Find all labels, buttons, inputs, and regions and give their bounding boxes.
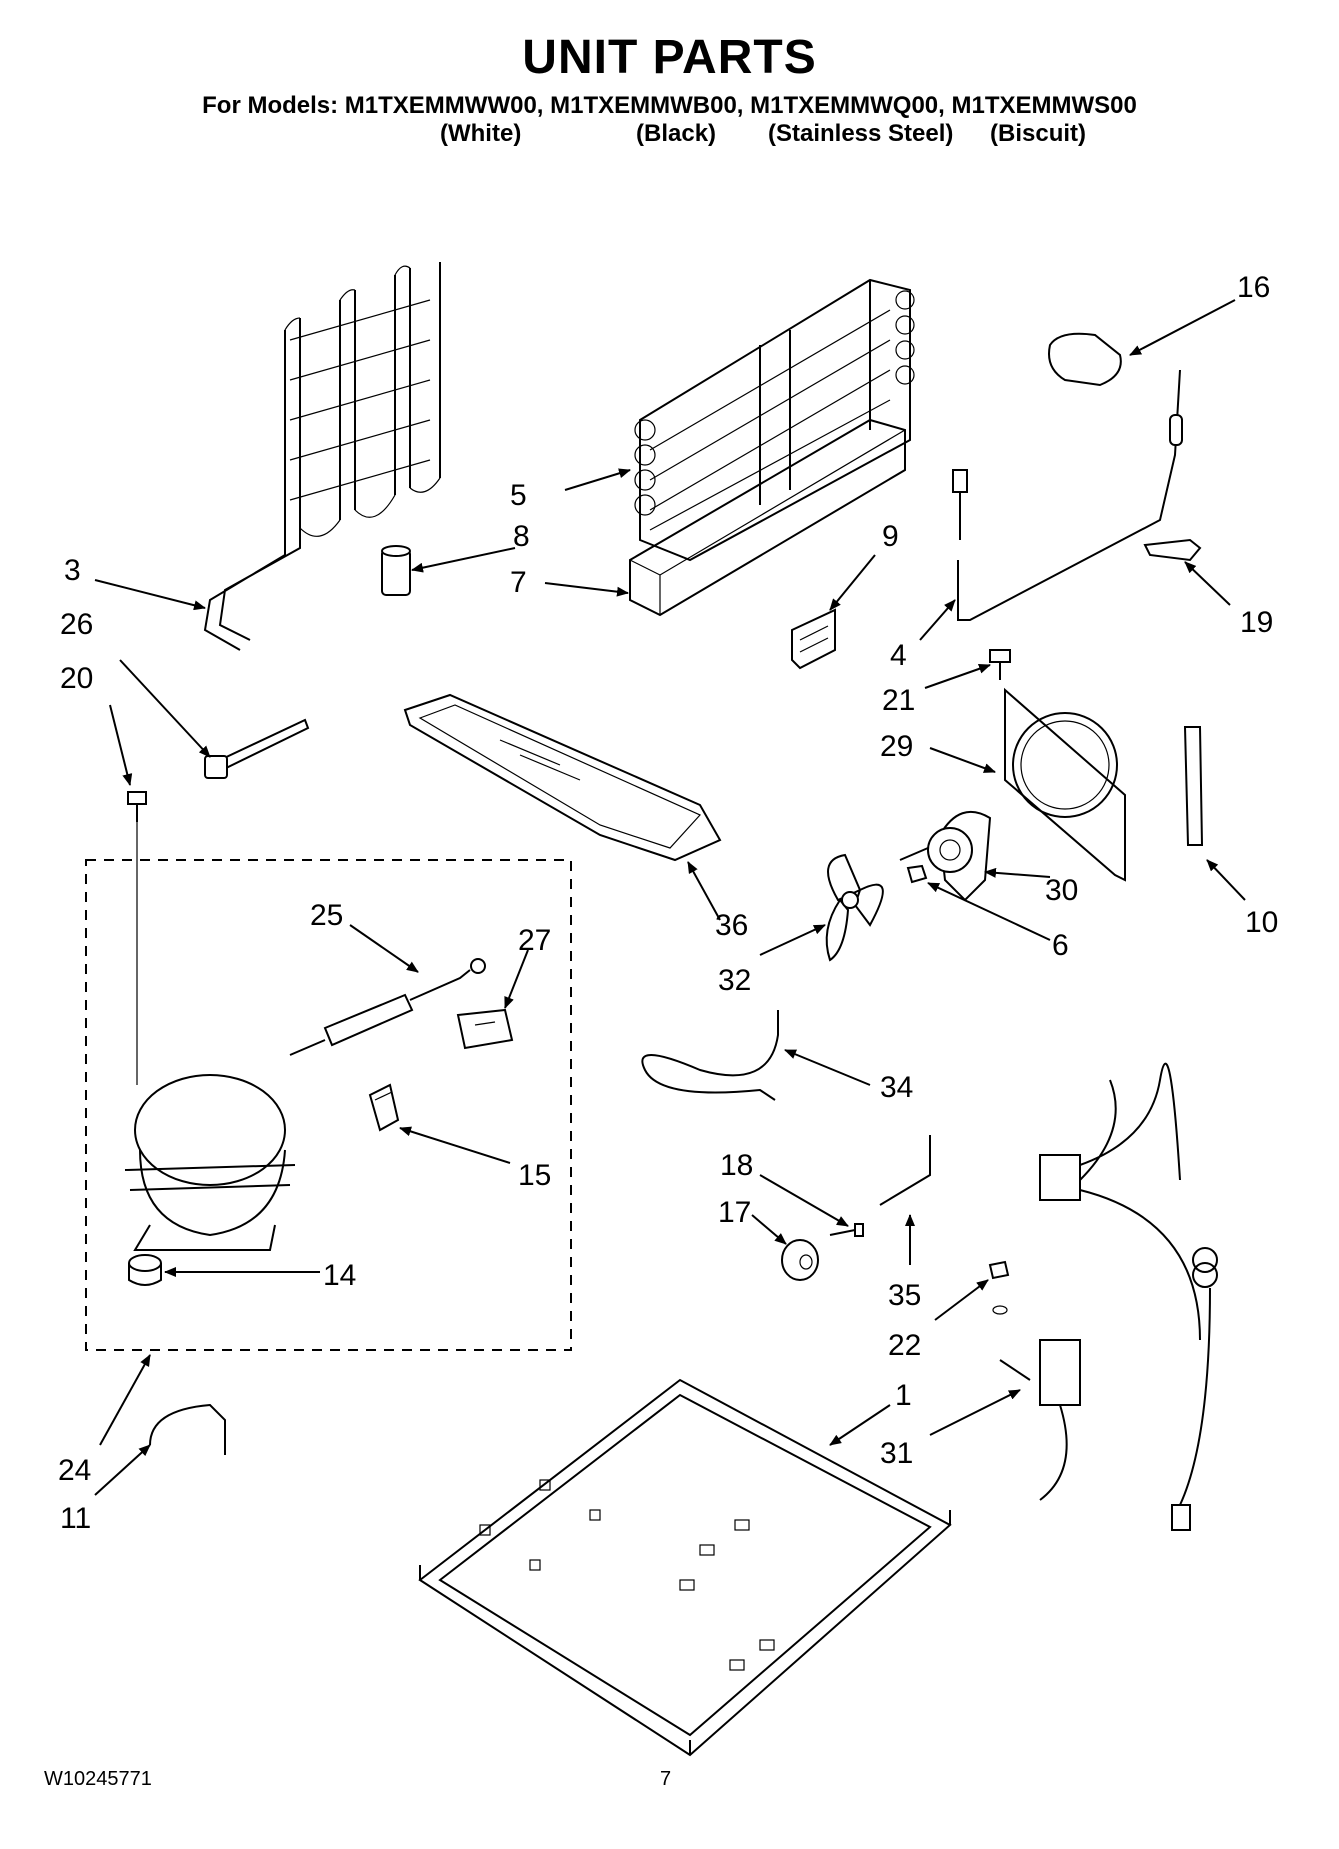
callout-4: 4	[890, 639, 907, 672]
document-code: W10245771	[44, 1768, 152, 1790]
callout-26: 26	[60, 608, 93, 641]
page-title: UNIT PARTS	[522, 31, 817, 84]
drip-tray	[403, 693, 722, 862]
callout-14: 14	[323, 1259, 356, 1292]
callout-3: 3	[64, 554, 81, 587]
callout-19: 19	[1240, 606, 1273, 639]
bracket-clip	[791, 608, 836, 670]
roller	[781, 1239, 819, 1281]
callout-5: 5	[510, 479, 527, 512]
color-white: (White)	[440, 120, 522, 147]
callout-15: 15	[518, 1159, 551, 1192]
callout-32: 32	[718, 964, 751, 997]
base-frame	[418, 1378, 952, 1757]
cable-tie	[204, 718, 310, 779]
screw	[127, 791, 147, 1085]
drain-tube	[641, 1010, 779, 1101]
callout-30: 30	[1045, 874, 1078, 907]
filter-dryer	[289, 958, 486, 1056]
callout-31: 31	[880, 1437, 913, 1470]
evaporator	[634, 278, 915, 562]
fan-motor	[899, 810, 992, 902]
motor-screw	[906, 864, 928, 884]
foam-strip	[1183, 726, 1204, 846]
leader-lines	[94, 299, 1246, 1496]
grommet	[128, 1254, 162, 1286]
cylinder-part	[381, 545, 411, 596]
bolt	[829, 1223, 864, 1237]
drain-trough	[629, 418, 906, 617]
callout-18: 18	[720, 1149, 753, 1182]
color-black: (Black)	[636, 120, 717, 147]
page-number: 7	[660, 1768, 672, 1790]
callout-22: 22	[888, 1329, 921, 1362]
callout-7: 7	[510, 566, 527, 599]
callout-9: 9	[882, 520, 899, 553]
relay	[456, 1008, 514, 1050]
callout-20: 20	[60, 662, 93, 695]
callout-21: 21	[882, 684, 915, 717]
callout-10: 10	[1245, 906, 1278, 939]
callout-17: 17	[718, 1196, 751, 1229]
callout-1: 1	[895, 1379, 912, 1412]
sensor-clip	[1143, 538, 1202, 562]
color-stainless: (Stainless Steel)	[768, 120, 954, 147]
overload	[368, 1083, 400, 1132]
callout-27: 27	[518, 924, 551, 957]
condenser-coil	[203, 262, 441, 651]
color-biscuit: (Biscuit)	[990, 120, 1086, 147]
compressor-kit-box	[85, 859, 572, 1351]
models-line: For Models: M1TXEMMWW00, M1TXEMMWB00, M1…	[202, 92, 1137, 119]
callout-34: 34	[880, 1071, 913, 1104]
short-tube	[879, 1135, 931, 1206]
callout-29: 29	[880, 730, 913, 763]
ground-screw	[988, 1260, 1010, 1315]
callout-16: 16	[1237, 271, 1270, 304]
callout-36: 36	[715, 909, 748, 942]
callout-25: 25	[310, 899, 343, 932]
callout-8: 8	[513, 520, 530, 553]
callout-6: 6	[1052, 929, 1069, 962]
callout-35: 35	[888, 1279, 921, 1312]
wire-harness	[999, 1062, 1218, 1531]
callout-24: 24	[58, 1454, 91, 1487]
foam-pad	[1048, 332, 1122, 387]
defrost-thermostat	[952, 369, 1183, 621]
callout-11: 11	[60, 1502, 91, 1535]
callout-labels: 3 5 8 7 9 16 4 19 26 20 21 29 10 30 6 36…	[58, 271, 1278, 1535]
compressor-clip	[149, 1403, 226, 1455]
fan-shroud	[1004, 687, 1126, 882]
compressor	[124, 1074, 296, 1251]
fan-blade	[825, 853, 884, 962]
fan-screw	[989, 649, 1011, 680]
